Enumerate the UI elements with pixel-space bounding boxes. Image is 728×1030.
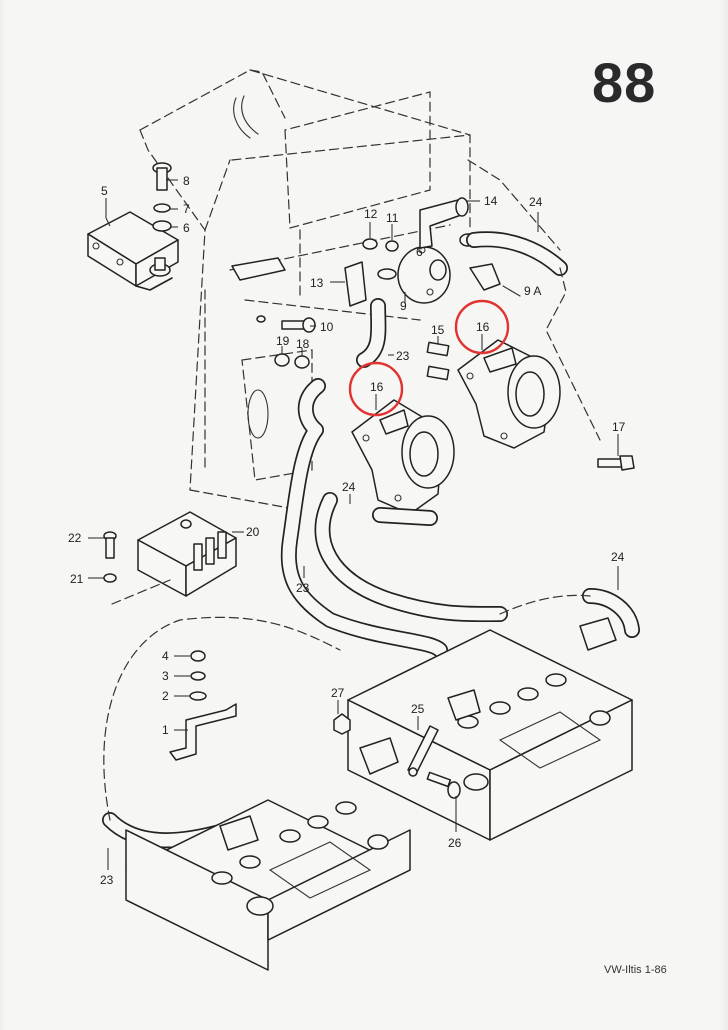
- callout-24-right: 24: [611, 550, 625, 564]
- relay-part-16-left: [351, 399, 455, 515]
- washer-part-18: [294, 355, 310, 369]
- callout-21: 21: [70, 572, 84, 586]
- bolt-part-17: [597, 455, 635, 471]
- callout-25: 25: [411, 702, 425, 716]
- battery-upper: [347, 617, 633, 841]
- callout-leaders: [88, 179, 619, 870]
- callout-8: 8: [183, 174, 190, 188]
- callout-23-upper: 23: [396, 349, 410, 363]
- callout-20: 20: [246, 525, 260, 539]
- starter-terminal-cluster: [344, 197, 521, 307]
- callout-numbers: 8 7 6 5 12 11 14 24 6 13 9 9 A 10 19 18 …: [68, 174, 626, 887]
- bolt-part-8: [152, 162, 172, 191]
- screw-part-22: [103, 531, 117, 559]
- callout-15: 15: [431, 323, 445, 337]
- highlight-circle-16-right: [454, 299, 510, 355]
- callout-22: 22: [68, 531, 82, 545]
- boot-part-13: [344, 261, 367, 307]
- nut-part-12: [362, 238, 378, 250]
- vehicle-body-outline: [139, 69, 561, 511]
- washer-part-2: [189, 691, 207, 701]
- callout-4: 4: [162, 649, 169, 663]
- washer-part-21: [103, 573, 117, 583]
- washer-part-6: [152, 220, 172, 232]
- washer-part-11: [385, 240, 399, 252]
- callout-5: 5: [101, 184, 108, 198]
- highlight-circle-16-left: [348, 361, 404, 417]
- callout-12: 12: [364, 207, 378, 221]
- boot-part-9a: [469, 263, 501, 291]
- callout-13: 13: [310, 276, 324, 290]
- callout-23-middle: 23: [296, 581, 310, 595]
- page-number: 88: [592, 51, 657, 114]
- callout-19: 19: [276, 334, 290, 348]
- nut-part-4: [190, 650, 206, 662]
- bolt-part-10: [256, 315, 316, 333]
- callout-10: 10: [320, 320, 334, 334]
- callout-6: 6: [183, 221, 190, 235]
- nut-part-19: [274, 353, 290, 367]
- callout-9: 9: [400, 299, 407, 313]
- bracket-part-1: [169, 703, 237, 761]
- callout-27: 27: [331, 686, 345, 700]
- callout-9a: 9 A: [524, 284, 541, 298]
- callout-16-right: 16: [476, 320, 490, 334]
- battery-lower: [125, 799, 411, 971]
- callout-6-cluster: 6: [416, 245, 423, 259]
- callout-11: 11: [386, 211, 399, 225]
- callout-7: 7: [183, 202, 190, 216]
- callout-17: 17: [612, 420, 626, 434]
- callout-3: 3: [162, 669, 169, 683]
- strap-part-25: [407, 725, 439, 777]
- washer-part-7: [153, 203, 171, 213]
- callout-26: 26: [448, 836, 462, 850]
- footer-label: VW-Iltis 1-86: [604, 964, 667, 976]
- voltage-regulator-part-5: [87, 211, 179, 291]
- callout-24-middle: 24: [342, 480, 356, 494]
- bolt-part-26: [426, 771, 461, 799]
- battery-cables: [102, 231, 640, 849]
- insulator-part-15: [426, 341, 450, 381]
- callout-23-lower: 23: [100, 873, 114, 887]
- callout-14: 14: [484, 194, 498, 208]
- callout-16-left: 16: [370, 380, 384, 394]
- highlight-markers: [348, 299, 510, 417]
- nut-part-27: [333, 713, 351, 735]
- callout-24-top: 24: [529, 195, 543, 209]
- callout-1: 1: [162, 723, 169, 737]
- fuse-box-part-20: [111, 511, 237, 605]
- callout-18: 18: [296, 337, 310, 351]
- relay-part-16-right: [457, 339, 561, 449]
- washer-part-3: [190, 671, 206, 681]
- callout-2: 2: [162, 689, 169, 703]
